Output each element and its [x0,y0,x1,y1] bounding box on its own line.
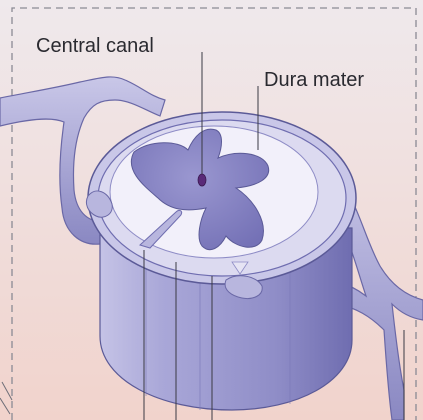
label-central-canal: Central canal [36,35,154,57]
label-dura-mater: Dura mater [264,69,364,91]
central-canal-dot [198,174,206,186]
